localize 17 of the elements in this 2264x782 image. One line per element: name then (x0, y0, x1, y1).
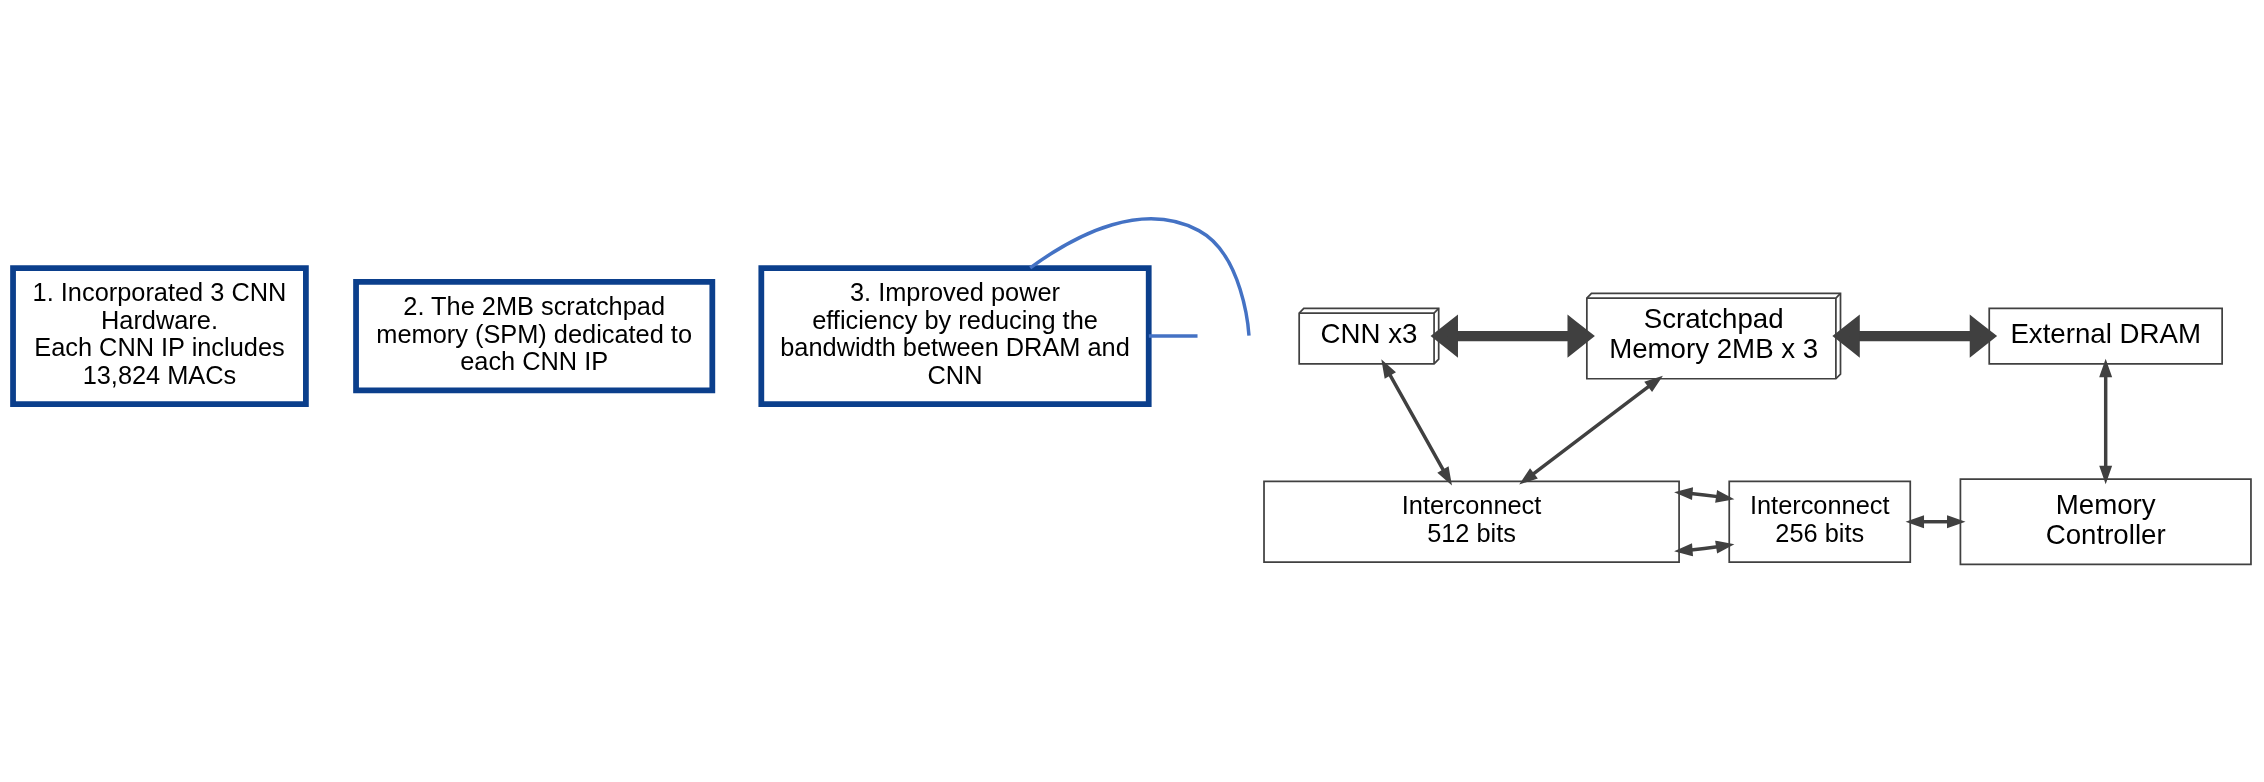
node-box: 1. Incorporated 3 CNN Hardware. Each CNN IP includes 13,824 MACs (10, 264, 309, 407)
arrow (1430, 314, 1595, 358)
node-box: Interconnect 256 bits (1728, 480, 1912, 563)
node-box: Memory Controller (1959, 477, 2252, 565)
node-box: 2. The 2MB scratchpad memory (SPM) dedicated to each CNN IP (353, 278, 716, 393)
node-box: External DRAM (1988, 307, 2223, 365)
connector (1029, 216, 1251, 336)
arrow (1519, 375, 1663, 484)
arrow (1674, 540, 1735, 556)
arrow (1381, 358, 1452, 486)
node-box: 3. Improved power efficiency by reducing the bandwidth between DRAM and CNN (758, 264, 1152, 407)
arrow (1905, 514, 1966, 528)
arrow (2099, 358, 2113, 484)
node-box: Interconnect 512 bits (1263, 480, 1680, 563)
connector (1148, 333, 1198, 338)
arrow (1832, 314, 1998, 358)
arrow (1674, 486, 1735, 503)
